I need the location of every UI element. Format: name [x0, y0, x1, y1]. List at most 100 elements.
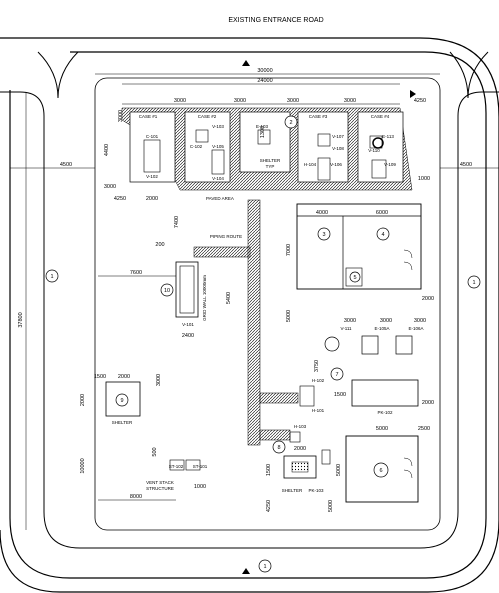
label-v108: V-108 — [332, 146, 344, 151]
separator-e105a — [361, 335, 379, 355]
dim-2000-7v: 2000 — [80, 394, 86, 406]
marker-10 — [160, 283, 174, 297]
label-shelter: SHELTER — [260, 158, 281, 163]
label-v104: V-104 — [212, 176, 224, 181]
grid-wall-frame — [175, 261, 199, 318]
label-h101: H-101 — [312, 408, 325, 413]
dim-4250-b: 4250 — [266, 500, 272, 512]
dim-right-offset: 4250 — [414, 98, 426, 104]
label-vent-stack: VENT STACK — [146, 480, 174, 485]
label-e105a: E-105A — [374, 326, 389, 331]
label-v105: V-105 — [212, 144, 224, 149]
marker-9 — [272, 440, 286, 454]
heater-h103 — [289, 431, 301, 443]
label-e106a: E-106A — [408, 326, 423, 331]
marker-7-text: 9 — [120, 398, 123, 404]
dim-2400: 2400 — [182, 333, 194, 339]
dim-30000: 30000 — [257, 68, 272, 74]
road-curve-right-2 — [467, 51, 489, 99]
marker-6-text: 6 — [379, 468, 382, 474]
label-v106: V-106 — [330, 162, 342, 167]
dim-3000-upper-left: 3000 — [104, 184, 116, 190]
dim-5400: 5400 — [226, 292, 232, 304]
case-3-label: CASE #3 — [309, 114, 328, 119]
label-grid-wall: GRID WALL 10000mm — [202, 275, 207, 321]
label-v111: V-111 — [340, 326, 352, 331]
marker-10-text: 10 — [164, 288, 170, 294]
road-curve-left-2 — [57, 51, 79, 99]
dim-left-3000: 3000 — [118, 110, 124, 122]
dim-2500: 2500 — [418, 426, 430, 432]
shelter-7 — [105, 381, 141, 417]
label-v107: V-107 — [332, 134, 344, 139]
dim-5000-d: 5000 — [328, 500, 334, 512]
dim-5000-b6v: 5000 — [336, 464, 342, 476]
dim-sep-3000c: 3000 — [414, 318, 426, 324]
dim-7000: 7000 — [286, 244, 292, 256]
vessel-v109-symbol — [371, 159, 387, 179]
vent-stack-st101 — [185, 459, 201, 471]
label-v109: V-109 — [384, 162, 396, 167]
building-3-4 — [296, 203, 422, 290]
case-2-box — [184, 111, 231, 183]
marker-8-text: 7 — [335, 372, 338, 378]
dim-200: 200 — [155, 242, 164, 248]
package-pk102 — [351, 379, 419, 407]
pk103-unit — [291, 461, 309, 473]
piping-route-branch-2 — [259, 392, 299, 404]
marker-7 — [115, 393, 129, 407]
case-1-label: CASE #1 — [139, 114, 158, 119]
piping-route-branch — [193, 246, 251, 258]
dim-500: 500 — [152, 447, 158, 456]
marker-5-text: 5 — [353, 275, 356, 281]
marker-2-text: 2 — [289, 120, 292, 126]
area-marker-bottom-text: 1 — [263, 564, 266, 570]
title: EXISTING ENTRANCE ROAD — [228, 17, 323, 24]
door-swing-icon — [403, 249, 413, 271]
vessel-v102-symbol — [143, 139, 161, 173]
door-swing-icon-2 — [403, 457, 413, 479]
dim-4250-upper-left: 4250 — [114, 196, 126, 202]
marker-9-text: 8 — [277, 445, 280, 451]
marker-4-text: 4 — [381, 232, 384, 238]
label-h102: H-102 — [312, 378, 325, 383]
dim-5000-b6: 5000 — [376, 426, 388, 432]
label-e103: E-103 — [256, 124, 269, 129]
dim-4500-right: 4500 — [460, 162, 472, 168]
marker-6 — [373, 462, 389, 478]
label-pk103: PK-103 — [308, 488, 324, 493]
case-3-box — [239, 111, 291, 173]
marker-3-text: 3 — [322, 232, 325, 238]
dim-2000-7: 2000 — [118, 374, 130, 380]
label-structure: STRUCTURE — [146, 486, 174, 491]
dim-3750: 3750 — [314, 360, 320, 372]
vent-stack-st102 — [169, 459, 185, 471]
dim-3000-s: 3000 — [156, 374, 162, 386]
arrow-icon-top — [242, 60, 250, 66]
dim-1500-7: 1500 — [94, 374, 106, 380]
dim-10000: 10000 — [80, 458, 86, 473]
label-pk102: PK-102 — [377, 410, 393, 415]
dim-1500-h: 1500 — [334, 392, 346, 398]
dim-case-2: 3000 — [234, 98, 246, 104]
area-marker-bottom — [258, 559, 272, 573]
label-v101-grid: V-101 — [182, 322, 194, 327]
dim-right-1000: 1000 — [418, 176, 430, 182]
room-5 — [345, 267, 363, 287]
vessel-v111-circle — [324, 336, 340, 352]
dim-800: 1000 — [194, 484, 206, 490]
dim-sep-3000b: 3000 — [380, 318, 392, 324]
inner-road-boundary — [9, 51, 487, 579]
marker-2 — [284, 115, 298, 129]
area-marker-right-text: 1 — [472, 280, 475, 286]
vessel-v107-symbol — [317, 133, 331, 147]
dim-2000-upper-left: 2000 — [146, 196, 158, 202]
dim-case-4: 3000 — [344, 98, 356, 104]
vessel-v104-symbol — [211, 149, 225, 175]
dim-4500-left: 4500 — [60, 162, 72, 168]
site-boundary-road — [0, 91, 499, 549]
vessel-c101-symbol — [195, 129, 209, 143]
heater-h102 — [299, 385, 315, 407]
dim-5000: 5000 — [286, 310, 292, 322]
